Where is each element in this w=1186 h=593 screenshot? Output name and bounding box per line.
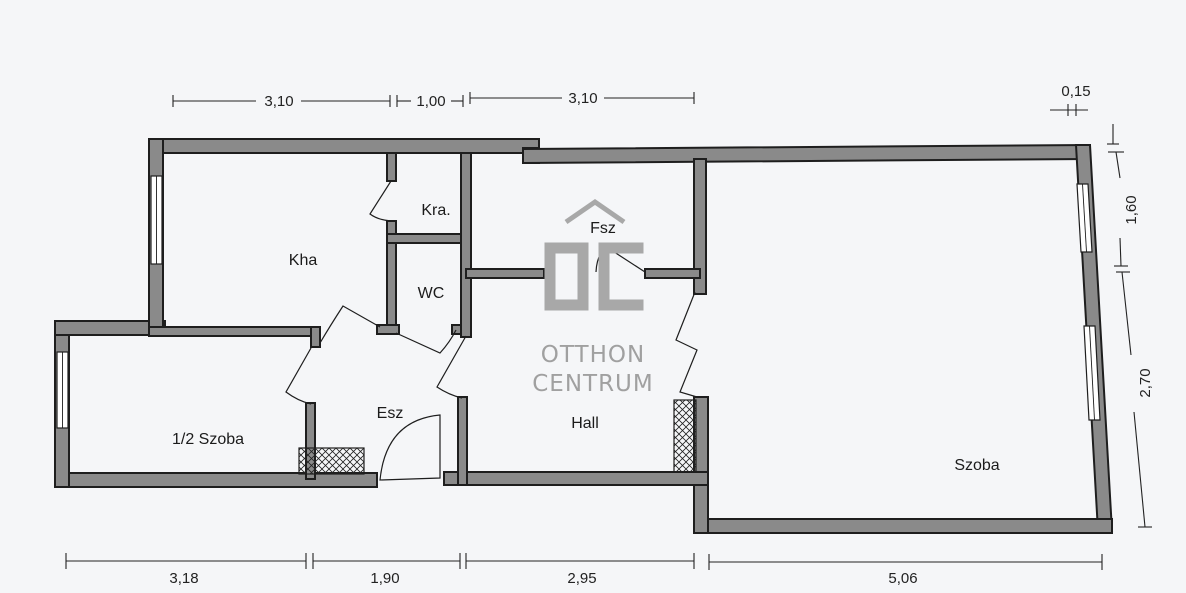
window-kha xyxy=(150,175,163,265)
watermark-roof-icon xyxy=(564,198,626,225)
dim-top-right: 0,15 xyxy=(1061,83,1090,100)
window-szoba-upper xyxy=(1076,183,1093,253)
dim-top-1: 3,10 xyxy=(264,93,293,110)
watermark-line2: CENTRUM xyxy=(532,371,654,397)
windows xyxy=(56,175,1101,429)
wall-szoba-left-up xyxy=(693,158,707,295)
watermark-line1: OTTHON xyxy=(541,342,645,368)
door-kha xyxy=(319,305,381,344)
dim-right-1: 1,60 xyxy=(1123,195,1140,224)
door-entrance xyxy=(379,414,441,481)
window-szoba-lower xyxy=(1083,325,1101,421)
door-szoba xyxy=(675,291,698,398)
wall-bottom-right xyxy=(693,518,1113,534)
room-label-kra: Kra. xyxy=(421,202,450,219)
doors xyxy=(285,180,698,481)
dim-bottom-3: 2,95 xyxy=(567,570,596,587)
room-label-fsz: Fsz xyxy=(590,220,616,237)
dim-right-2: 2,70 xyxy=(1137,368,1154,397)
room-label-fel-szoba: 1/2 Szoba xyxy=(172,431,244,448)
wall-fsz-hall-left xyxy=(465,268,545,279)
dim-top-2: 1,00 xyxy=(416,93,445,110)
door-wc xyxy=(395,329,457,354)
room-label-hall: Hall xyxy=(571,415,599,432)
wall-kha-right-top xyxy=(386,152,397,182)
window-fel-szoba xyxy=(56,351,69,429)
dimensions-top: 3,10 1,00 3,10 0,15 xyxy=(172,83,1091,116)
dim-bottom-2: 1,90 xyxy=(370,570,399,587)
wall-top-left xyxy=(156,138,540,154)
room-label-kha: Kha xyxy=(289,252,318,269)
wall-szoba-esz xyxy=(305,402,316,480)
wall-wc-bottom-l xyxy=(376,324,400,335)
watermark-letter-o xyxy=(544,242,589,311)
dim-bottom-1: 3,18 xyxy=(169,570,198,587)
wall-wc-right xyxy=(460,152,472,338)
door-fel-szoba xyxy=(285,347,312,405)
wall-top-right xyxy=(522,143,1091,165)
wall-kha-szoba xyxy=(148,326,320,337)
room-label-esz: Esz xyxy=(377,405,404,422)
room-label-wc: WC xyxy=(418,285,445,302)
dim-bottom-4: 5,06 xyxy=(888,570,917,587)
dimensions-bottom: 3,18 1,90 2,95 5,06 xyxy=(65,553,1103,587)
hatched-block-esz xyxy=(298,447,365,475)
dimensions-right: 1,60 2,70 xyxy=(1107,124,1154,528)
room-labels: Kha Kra. WC Fsz 1/2 Szoba Esz Hall Szoba xyxy=(172,202,1000,474)
wall-bottom-left xyxy=(54,472,378,488)
room-label-szoba: Szoba xyxy=(954,457,999,474)
door-kra xyxy=(369,180,392,222)
watermark-letter-c xyxy=(598,242,644,311)
door-hall xyxy=(436,335,467,399)
wall-fsz-hall-right xyxy=(644,268,701,279)
dim-top-3: 3,10 xyxy=(568,90,597,107)
watermark-logo: OTTHON CENTRUM xyxy=(532,198,654,397)
wall-hall-left-low xyxy=(457,396,468,486)
hatched-block-hall xyxy=(673,399,697,473)
wall-kra-wc xyxy=(386,233,467,244)
wall-szoba-esz-top xyxy=(310,326,321,348)
wall-bottom-hall xyxy=(443,471,709,486)
